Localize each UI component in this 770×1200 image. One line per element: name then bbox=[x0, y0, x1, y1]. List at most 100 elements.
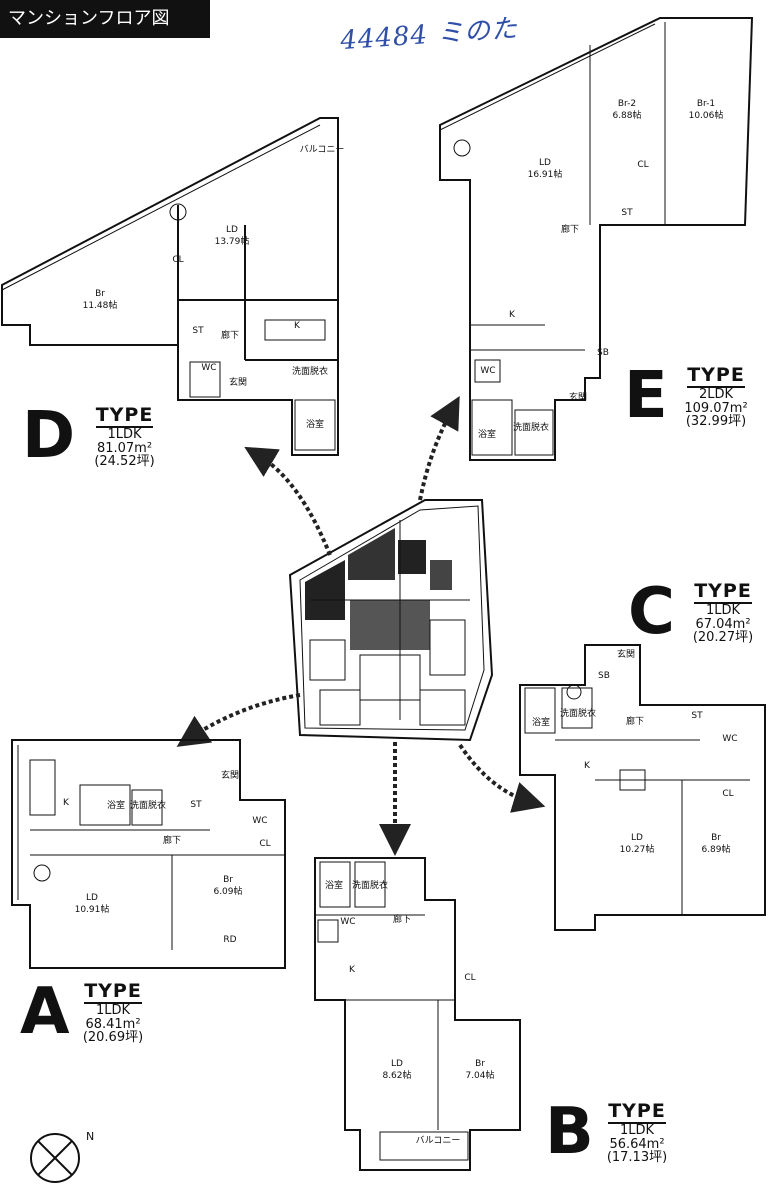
plan-a bbox=[11, 739, 286, 969]
svg-text:10.91帖: 10.91帖 bbox=[75, 903, 110, 915]
type-word-a: TYPE bbox=[84, 980, 142, 1004]
type-letter-c: C bbox=[628, 575, 675, 649]
svg-text:WC: WC bbox=[201, 363, 216, 373]
svg-text:玄関: 玄関 bbox=[221, 769, 239, 781]
layout-a: 1LDK bbox=[95, 1002, 131, 1018]
svg-text:6.89帖: 6.89帖 bbox=[701, 843, 730, 855]
svg-text:洗面脱衣: 洗面脱衣 bbox=[560, 707, 596, 719]
svg-text:16.91帖: 16.91帖 bbox=[528, 168, 563, 180]
svg-text:玄関: 玄関 bbox=[229, 376, 247, 388]
svg-text:Br: Br bbox=[711, 833, 721, 843]
svg-text:K: K bbox=[584, 761, 591, 771]
svg-text:RD: RD bbox=[223, 935, 236, 945]
svg-text:CL: CL bbox=[464, 973, 475, 983]
building-key-plan bbox=[288, 499, 494, 742]
svg-text:13.79帖: 13.79帖 bbox=[215, 235, 250, 247]
tsubo-e: (32.99坪) bbox=[685, 414, 747, 430]
svg-text:玄関: 玄関 bbox=[617, 648, 635, 660]
svg-text:廊下: 廊下 bbox=[561, 223, 579, 235]
svg-text:廊下: 廊下 bbox=[393, 913, 411, 925]
layout-b: 1LDK bbox=[619, 1122, 655, 1138]
type-word-e: TYPE bbox=[687, 364, 745, 388]
compass-icon: N bbox=[30, 1130, 94, 1183]
svg-text:CL: CL bbox=[259, 839, 270, 849]
svg-text:ST: ST bbox=[621, 208, 633, 218]
svg-text:SB: SB bbox=[598, 671, 610, 681]
layout-e: 2LDK bbox=[698, 386, 734, 402]
svg-text:LD: LD bbox=[539, 158, 551, 168]
svg-text:6.88帖: 6.88帖 bbox=[612, 109, 641, 121]
type-word-c: TYPE bbox=[694, 580, 752, 604]
svg-text:浴室: 浴室 bbox=[325, 879, 343, 891]
svg-text:Br-1: Br-1 bbox=[697, 99, 715, 109]
plan-b-labels: LD 8.62帖 Br 7.04帖 浴室 洗面脱衣 WC 廊下 K CL バルコ… bbox=[325, 879, 495, 1146]
svg-text:LD: LD bbox=[86, 893, 98, 903]
svg-text:ST: ST bbox=[691, 711, 703, 721]
type-letter-d: D bbox=[22, 399, 76, 473]
svg-text:洗面脱衣: 洗面脱衣 bbox=[292, 365, 328, 377]
svg-text:ST: ST bbox=[192, 326, 204, 336]
svg-text:WC: WC bbox=[252, 816, 267, 826]
svg-text:洗面脱衣: 洗面脱衣 bbox=[352, 879, 388, 891]
svg-text:WC: WC bbox=[340, 917, 355, 927]
type-word-d: TYPE bbox=[95, 404, 154, 428]
svg-text:K: K bbox=[63, 798, 70, 808]
compass: N bbox=[28, 1128, 98, 1192]
svg-text:10.27帖: 10.27帖 bbox=[620, 843, 655, 855]
svg-text:CL: CL bbox=[722, 789, 733, 799]
type-letter-e: E bbox=[624, 359, 668, 433]
svg-text:Br: Br bbox=[475, 1059, 485, 1069]
svg-text:浴室: 浴室 bbox=[478, 428, 496, 440]
svg-text:8.62帖: 8.62帖 bbox=[382, 1069, 411, 1081]
svg-text:浴室: 浴室 bbox=[306, 418, 324, 430]
svg-text:CL: CL bbox=[172, 255, 183, 265]
svg-text:LD: LD bbox=[631, 833, 643, 843]
plan-c bbox=[519, 644, 766, 931]
tsubo-a: (20.69坪) bbox=[82, 1030, 144, 1046]
svg-text:廊下: 廊下 bbox=[163, 834, 181, 846]
svg-text:WC: WC bbox=[722, 734, 737, 744]
svg-text:11.48帖: 11.48帖 bbox=[83, 299, 118, 311]
svg-text:K: K bbox=[349, 965, 356, 975]
svg-text:SB: SB bbox=[597, 348, 609, 358]
svg-text:K: K bbox=[509, 310, 516, 320]
type-block-e: E TYPE 2LDK 109.07m² (32.99坪) bbox=[624, 364, 764, 436]
type-block-b: B TYPE 1LDK 56.64m² (17.13坪) bbox=[545, 1100, 685, 1172]
pointer-arrows bbox=[176, 395, 546, 856]
tsubo-d: (24.52坪) bbox=[94, 454, 155, 470]
area-d: 81.07m² bbox=[96, 440, 153, 456]
layout-c: 1LDK bbox=[705, 602, 741, 618]
svg-text:廊下: 廊下 bbox=[221, 329, 239, 341]
svg-text:玄関: 玄関 bbox=[569, 391, 587, 403]
svg-text:廊下: 廊下 bbox=[626, 715, 644, 727]
svg-text:7.04帖: 7.04帖 bbox=[465, 1069, 494, 1081]
plan-c-labels: LD 10.27帖 Br 6.89帖 玄関 SB 浴室 洗面脱衣 廊下 ST W… bbox=[532, 648, 738, 855]
area-a: 68.41m² bbox=[85, 1016, 141, 1032]
svg-text:浴室: 浴室 bbox=[107, 799, 125, 811]
svg-text:ST: ST bbox=[190, 800, 202, 810]
svg-text:K: K bbox=[294, 321, 301, 331]
plan-d-labels: LD 13.79帖 Br 11.48帖 K ST 廊下 WC 玄関 洗面脱衣 浴… bbox=[83, 144, 345, 430]
plan-a-labels: LD 10.91帖 Br 6.09帖 K 浴室 洗面脱衣 ST 玄関 WC 廊下… bbox=[63, 769, 271, 945]
svg-text:Br: Br bbox=[223, 875, 233, 885]
type-letter-a: A bbox=[20, 975, 70, 1049]
svg-text:CL: CL bbox=[637, 160, 648, 170]
svg-text:バルコニー: バルコニー bbox=[300, 144, 345, 155]
type-letter-b: B bbox=[545, 1095, 594, 1169]
plan-b bbox=[314, 857, 521, 1171]
type-block-a: A TYPE 1LDK 68.41m² (20.69坪) bbox=[20, 980, 160, 1052]
plan-e bbox=[439, 17, 754, 461]
svg-text:浴室: 浴室 bbox=[532, 716, 550, 728]
svg-text:WC: WC bbox=[480, 366, 495, 376]
plan-e-labels: LD 16.91帖 Br-2 6.88帖 Br-1 10.06帖 K CL ST… bbox=[478, 99, 723, 440]
layout-d: 1LDK bbox=[107, 426, 142, 442]
svg-text:バルコニー: バルコニー bbox=[416, 1135, 461, 1146]
plan-d bbox=[1, 117, 339, 456]
svg-text:洗面脱衣: 洗面脱衣 bbox=[513, 421, 549, 433]
area-e: 109.07m² bbox=[684, 400, 748, 416]
area-c: 67.04m² bbox=[695, 616, 751, 632]
svg-text:Br-2: Br-2 bbox=[618, 99, 636, 109]
svg-text:LD: LD bbox=[391, 1059, 403, 1069]
svg-text:洗面脱衣: 洗面脱衣 bbox=[130, 799, 166, 811]
